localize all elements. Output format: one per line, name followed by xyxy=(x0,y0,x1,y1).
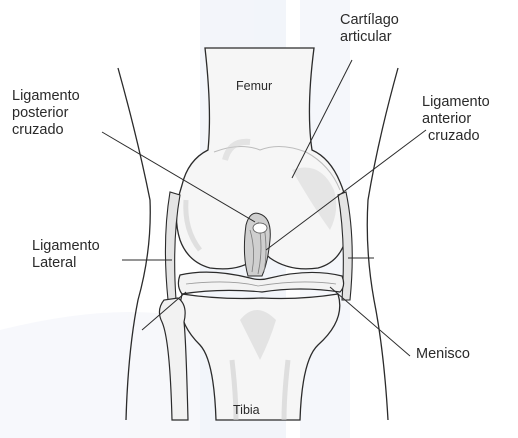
lateral-ligament-line1: Ligamento xyxy=(32,238,100,255)
posterior-ligament-line1: Ligamento xyxy=(12,88,80,105)
posterior-ligament-line3: cruzado xyxy=(12,122,80,139)
femur-label: Femur xyxy=(236,78,272,95)
lateral-ligament-label: Ligamento Lateral xyxy=(32,238,100,272)
meniscus-label: Menisco xyxy=(416,346,470,363)
anterior-ligament-line3: cruzado xyxy=(422,128,490,145)
meniscus-label-text: Menisco xyxy=(416,346,470,363)
cartilage-label-line2: articular xyxy=(340,29,399,46)
femur-label-text: Femur xyxy=(236,78,272,95)
posterior-ligament-label: Ligamento posterior cruzado xyxy=(12,88,80,139)
posterior-ligament-line2: posterior xyxy=(12,105,80,122)
tibia-label: Tibia xyxy=(233,402,260,419)
anterior-ligament-label: Ligamento anterior cruzado xyxy=(422,94,490,145)
cartilage-label-line1: Cartílago xyxy=(340,12,399,29)
anterior-ligament-line2: anterior xyxy=(422,111,490,128)
cartilage-label: Cartílago articular xyxy=(340,12,399,46)
lateral-ligament-line2: Lateral xyxy=(32,255,100,272)
anterior-ligament-line1: Ligamento xyxy=(422,94,490,111)
tibia-label-text: Tibia xyxy=(233,402,260,419)
